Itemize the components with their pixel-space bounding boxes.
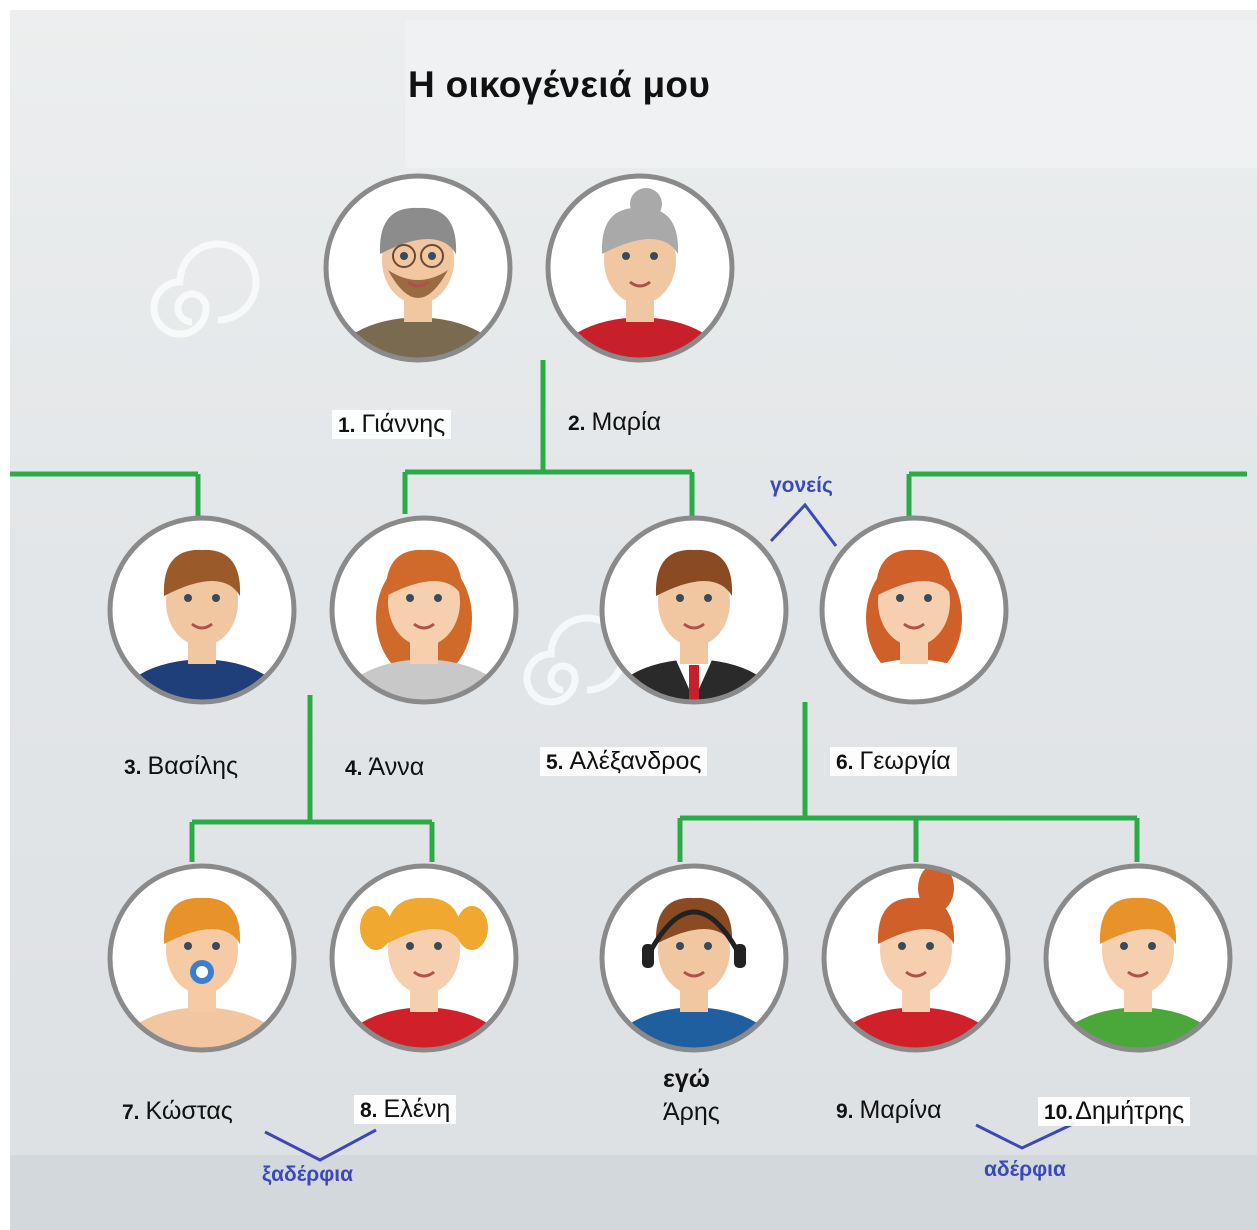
member-number: 10. [1044,1101,1074,1124]
member-label-5: 5.Αλέξανδρος [540,747,708,776]
member-number: 3. [124,756,142,779]
member-name: Ελένη [383,1095,451,1123]
member-name: Κώστας [145,1097,233,1125]
me-prefix: εγώ [663,1065,710,1093]
portrait-marina [821,863,1011,1053]
title-background [405,20,1257,168]
portraits [107,173,1233,1053]
siblings-annotation: αδέρφια [984,1158,1066,1181]
member-name: Αλέξανδρος [569,747,702,775]
member-label-8: 8.Ελένη [354,1095,457,1124]
annotation-brackets [264,502,1076,1162]
member-number: 5. [546,751,564,774]
portrait-eleni [329,863,519,1053]
watermark-swirl-icon [150,240,260,338]
portrait-aris [599,863,789,1053]
parents-annotation: γονείς [770,474,833,497]
member-number: 8. [360,1099,378,1122]
bottom-background [10,1155,1257,1230]
member-label-10: 10.Δημήτρης [1038,1097,1191,1126]
member-label-3: 3.Βασίλης [124,752,238,781]
member-label-4: 4.Άννα [345,753,424,782]
cousins-annotation: ξαδέρφια [262,1163,353,1186]
member-number: 4. [345,757,363,780]
portrait-vasilis [107,515,297,705]
member-label-1: 1.Γιάννης [332,410,452,439]
member-label-7: 7.Κώστας [122,1097,233,1126]
portrait-georgia [819,515,1009,705]
member-name: Άρης [663,1098,720,1126]
siblings-bracket [975,1121,1076,1150]
portrait-anna [329,515,519,705]
member-name: Άννα [368,753,425,781]
member-name: Μαρίνα [859,1096,942,1124]
portrait-dimitris [1043,863,1233,1053]
member-number: 1. [338,414,356,437]
portrait-giannis [323,173,513,363]
member-number: 7. [122,1101,140,1124]
member-label-2: 2.Μαρία [568,408,661,437]
portrait-kostas [107,863,297,1053]
portrait-alexandros [599,515,789,705]
member-label-me: εγώ Άρης [663,1063,720,1129]
member-name: Γιάννης [361,410,446,438]
cousins-bracket [264,1128,377,1162]
member-number: 6. [836,751,854,774]
member-name: Δημήτρης [1075,1097,1185,1125]
member-label-9: 9.Μαρίνα [836,1096,942,1125]
member-number: 2. [568,412,586,435]
member-number: 9. [836,1100,854,1123]
member-name: Μαρία [591,408,662,436]
parents-bracket [769,502,838,547]
page-title: Η οικογένειά μου [408,64,711,105]
member-label-6: 6.Γεωργία [830,747,957,776]
portrait-maria [545,173,735,363]
member-name: Βασίλης [147,752,239,780]
member-name: Γεωργία [859,747,951,775]
tree-connectors [10,360,1247,862]
